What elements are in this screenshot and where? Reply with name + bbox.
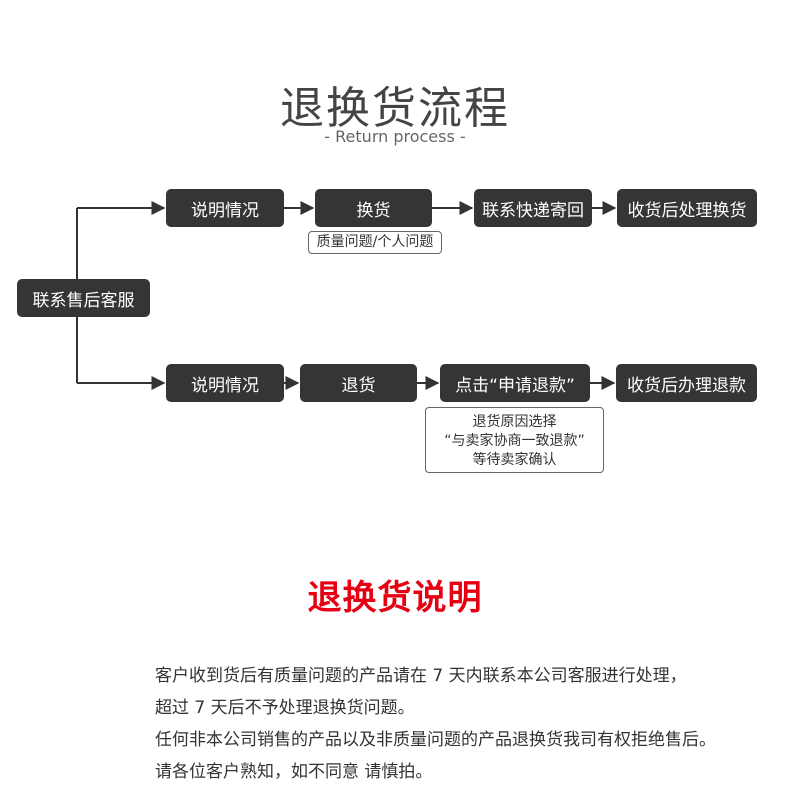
refund-step-return: 退货 — [300, 364, 417, 402]
flow-start-box: 联系售后客服 — [17, 279, 150, 317]
refund-note-line: 退货原因选择 — [472, 414, 557, 430]
exchange-step-process: 收货后处理换货 — [617, 189, 757, 227]
refund-note: 退货原因选择 “与卖家协商一致退款” 等待卖家确认 — [425, 407, 604, 473]
refund-step-process: 收货后办理退款 — [616, 364, 757, 402]
page-subtitle: - Return process - — [324, 127, 466, 146]
exchange-step-exchange: 换货 — [315, 189, 432, 227]
refund-step-explain: 说明情况 — [166, 364, 284, 402]
policy-line: 超过 7 天后不予处理退换货问题。 — [155, 698, 415, 718]
refund-step-apply: 点击“申请退款” — [440, 364, 590, 402]
policy-line: 请各位客户熟知，如不同意 请慎拍。 — [155, 762, 433, 782]
policy-line: 客户收到货后有质量问题的产品请在 7 天内联系本公司客服进行处理， — [155, 666, 687, 686]
exchange-note-text: 质量问题/个人问题 — [316, 234, 434, 250]
policy-title: 退换货说明 — [307, 578, 483, 618]
exchange-step-explain: 说明情况 — [166, 189, 284, 227]
refund-note-line: 等待卖家确认 — [472, 452, 557, 468]
page-title: 退换货流程 — [280, 83, 510, 134]
policy-text: 客户收到货后有质量问题的产品请在 7 天内联系本公司客服进行处理， 超过 7 天… — [155, 660, 775, 788]
policy-line: 任何非本公司销售的产品以及非质量问题的产品退换货我司有权拒绝售后。 — [155, 730, 716, 750]
refund-note-line: “与卖家协商一致退款” — [444, 433, 585, 449]
exchange-step-ship-back: 联系快递寄回 — [474, 189, 592, 227]
exchange-note: 质量问题/个人问题 — [308, 231, 442, 254]
